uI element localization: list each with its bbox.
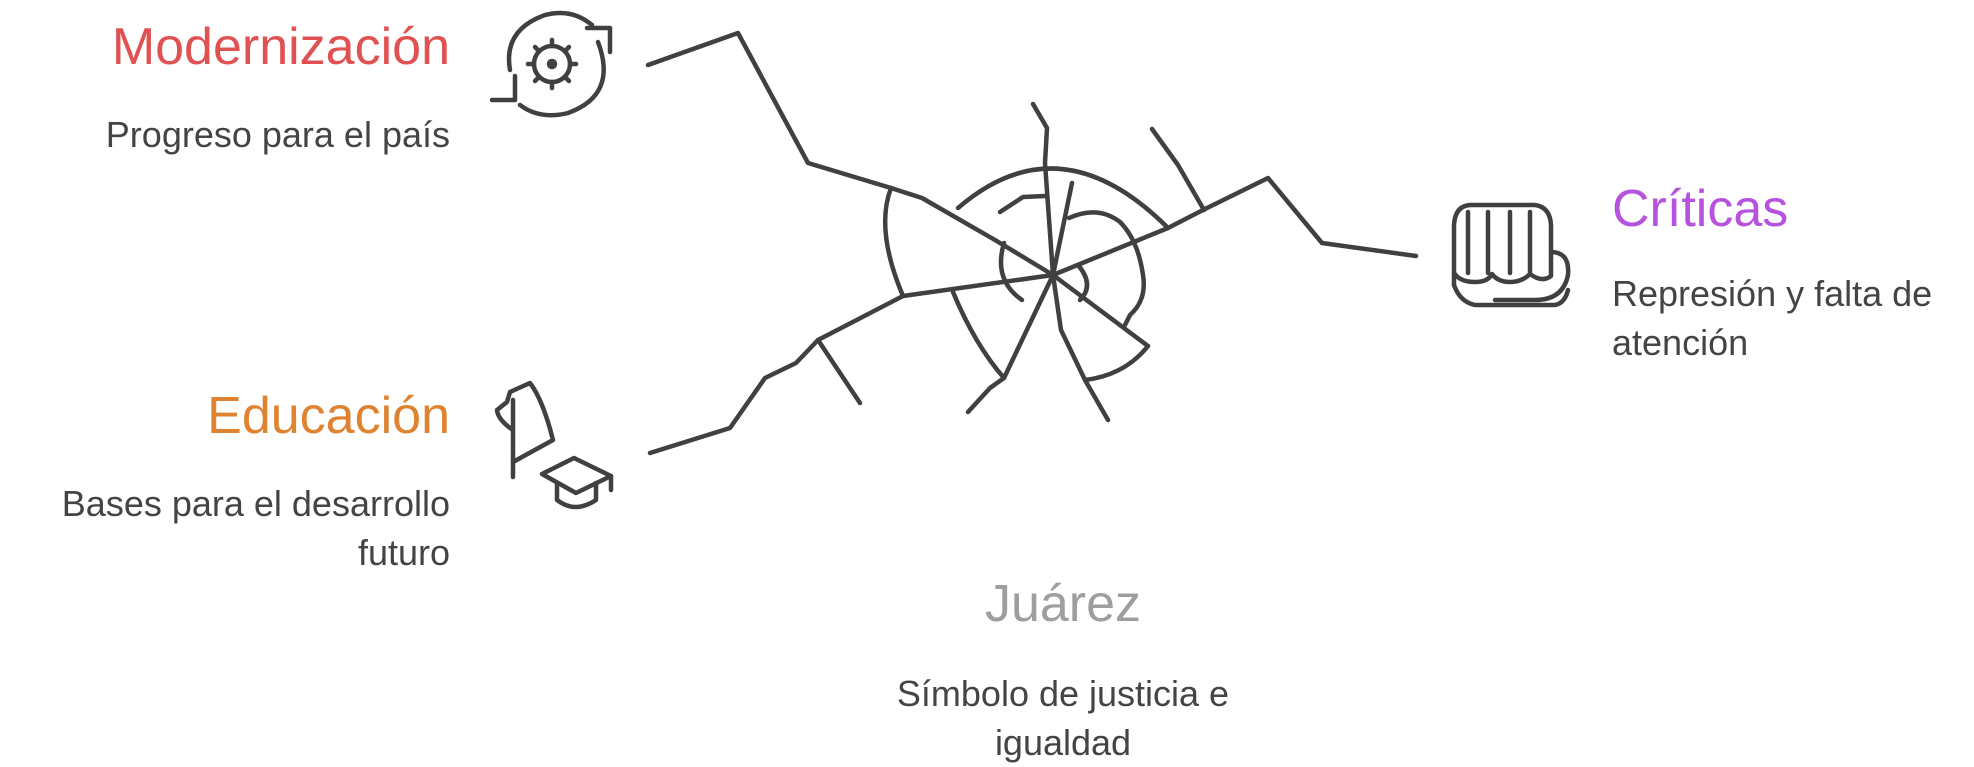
connector-educacion-branch [815,337,863,406]
connector-criticas [1200,175,1419,259]
node-educacion-desc-wrap: Bases para el desarrollo futuro [10,480,450,577]
graduation-cap-icon [494,380,614,510]
cracked-glass-icon [882,101,1207,423]
node-juarez-title: Juárez [984,575,1142,633]
node-educacion-desc: Bases para el desarrollo futuro [61,483,450,573]
node-educacion-title: Educación [207,387,450,445]
node-modernizacion-title: Modernización [111,18,450,76]
node-juarez-desc: Símbolo de justicia e igualdad [896,673,1230,763]
connector-modernizacion [645,30,894,191]
node-criticas-desc: Represión y falta de atención [1612,273,1933,363]
node-criticas-title: Críticas [1612,180,1789,238]
connector-educacion [647,293,906,456]
node-criticas-desc-wrap: Represión y falta de atención [1612,270,1972,367]
node-juarez-desc-wrap: Símbolo de justicia e igualdad [853,670,1273,767]
node-juarez: Juárez [863,575,1263,635]
fist-icon [1451,202,1571,308]
node-modernizacion-desc-wrap: Progreso para el país [30,111,450,160]
gear-refresh-icon [489,10,613,118]
node-modernizacion-desc: Progreso para el país [105,114,450,155]
node-modernizacion: Modernización [30,18,450,78]
node-educacion: Educación [30,387,450,447]
node-criticas: Críticas [1612,180,1972,240]
